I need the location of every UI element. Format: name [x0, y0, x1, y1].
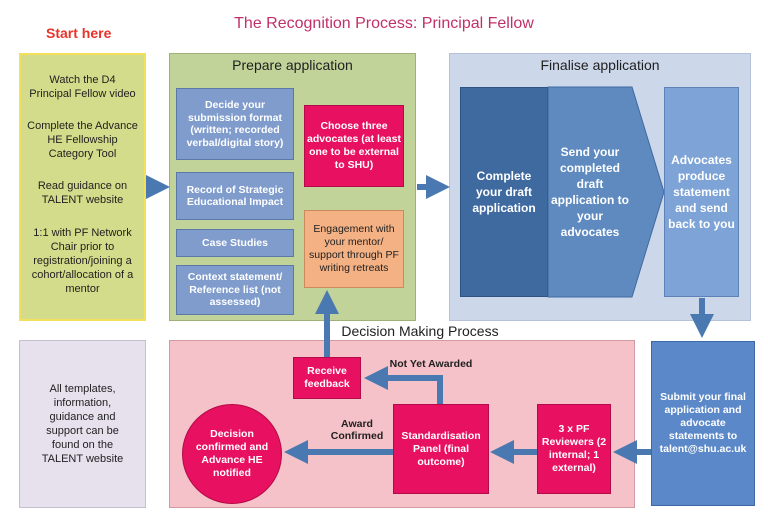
- context-statement-box: Context statement/ Reference list (not a…: [176, 265, 294, 315]
- submit-final-box: Submit your final application and advoca…: [651, 341, 755, 506]
- engagement-box: Engagement with your mentor/ support thr…: [304, 210, 404, 288]
- award-confirmed-label: Award Confirmed: [330, 418, 384, 442]
- step-read-guidance: Read guidance on TALENT website: [37, 180, 128, 206]
- step-one-to-one: 1:1 with PF Network Chair prior to regis…: [31, 227, 134, 295]
- complete-draft-box: Complete your draft application: [460, 87, 548, 297]
- receive-feedback-box: Receive feedback: [293, 357, 361, 399]
- decision-confirmed-circle: Decision confirmed and Advance HE notifi…: [182, 404, 282, 504]
- case-studies-box: Case Studies: [176, 229, 294, 257]
- start-steps-panel: Watch the D4 Principal Fellow video Comp…: [19, 53, 146, 321]
- send-draft-box: Send your completed draft application to…: [551, 145, 629, 239]
- submission-format-box: Decide your submission format (written; …: [176, 88, 294, 160]
- not-yet-awarded-label: Not Yet Awarded: [389, 358, 473, 370]
- info-text: All templates, information, guidance and…: [41, 383, 124, 465]
- start-here-label: Start here: [46, 25, 112, 41]
- step-watch-video: Watch the D4 Principal Fellow video: [29, 74, 136, 100]
- strategic-impact-box: Record of Strategic Educational Impact: [176, 172, 294, 220]
- reviewers-box: 3 x PF Reviewers (2 internal; 1 external…: [537, 404, 611, 494]
- choose-advocates-box: Choose three advocates (at least one to …: [304, 105, 404, 187]
- decision-heading: Decision Making Process: [341, 323, 499, 339]
- info-panel: All templates, information, guidance and…: [19, 340, 146, 508]
- advocates-produce-box: Advocates produce statement and send bac…: [664, 87, 739, 297]
- prepare-heading: Prepare application: [232, 57, 353, 73]
- step-category-tool: Complete the Advance HE Fellowship Categ…: [27, 120, 138, 160]
- page-title: The Recognition Process: Principal Fello…: [234, 15, 534, 32]
- finalise-heading: Finalise application: [540, 57, 660, 73]
- standardisation-panel-box: Standardisation Panel (final outcome): [393, 404, 489, 494]
